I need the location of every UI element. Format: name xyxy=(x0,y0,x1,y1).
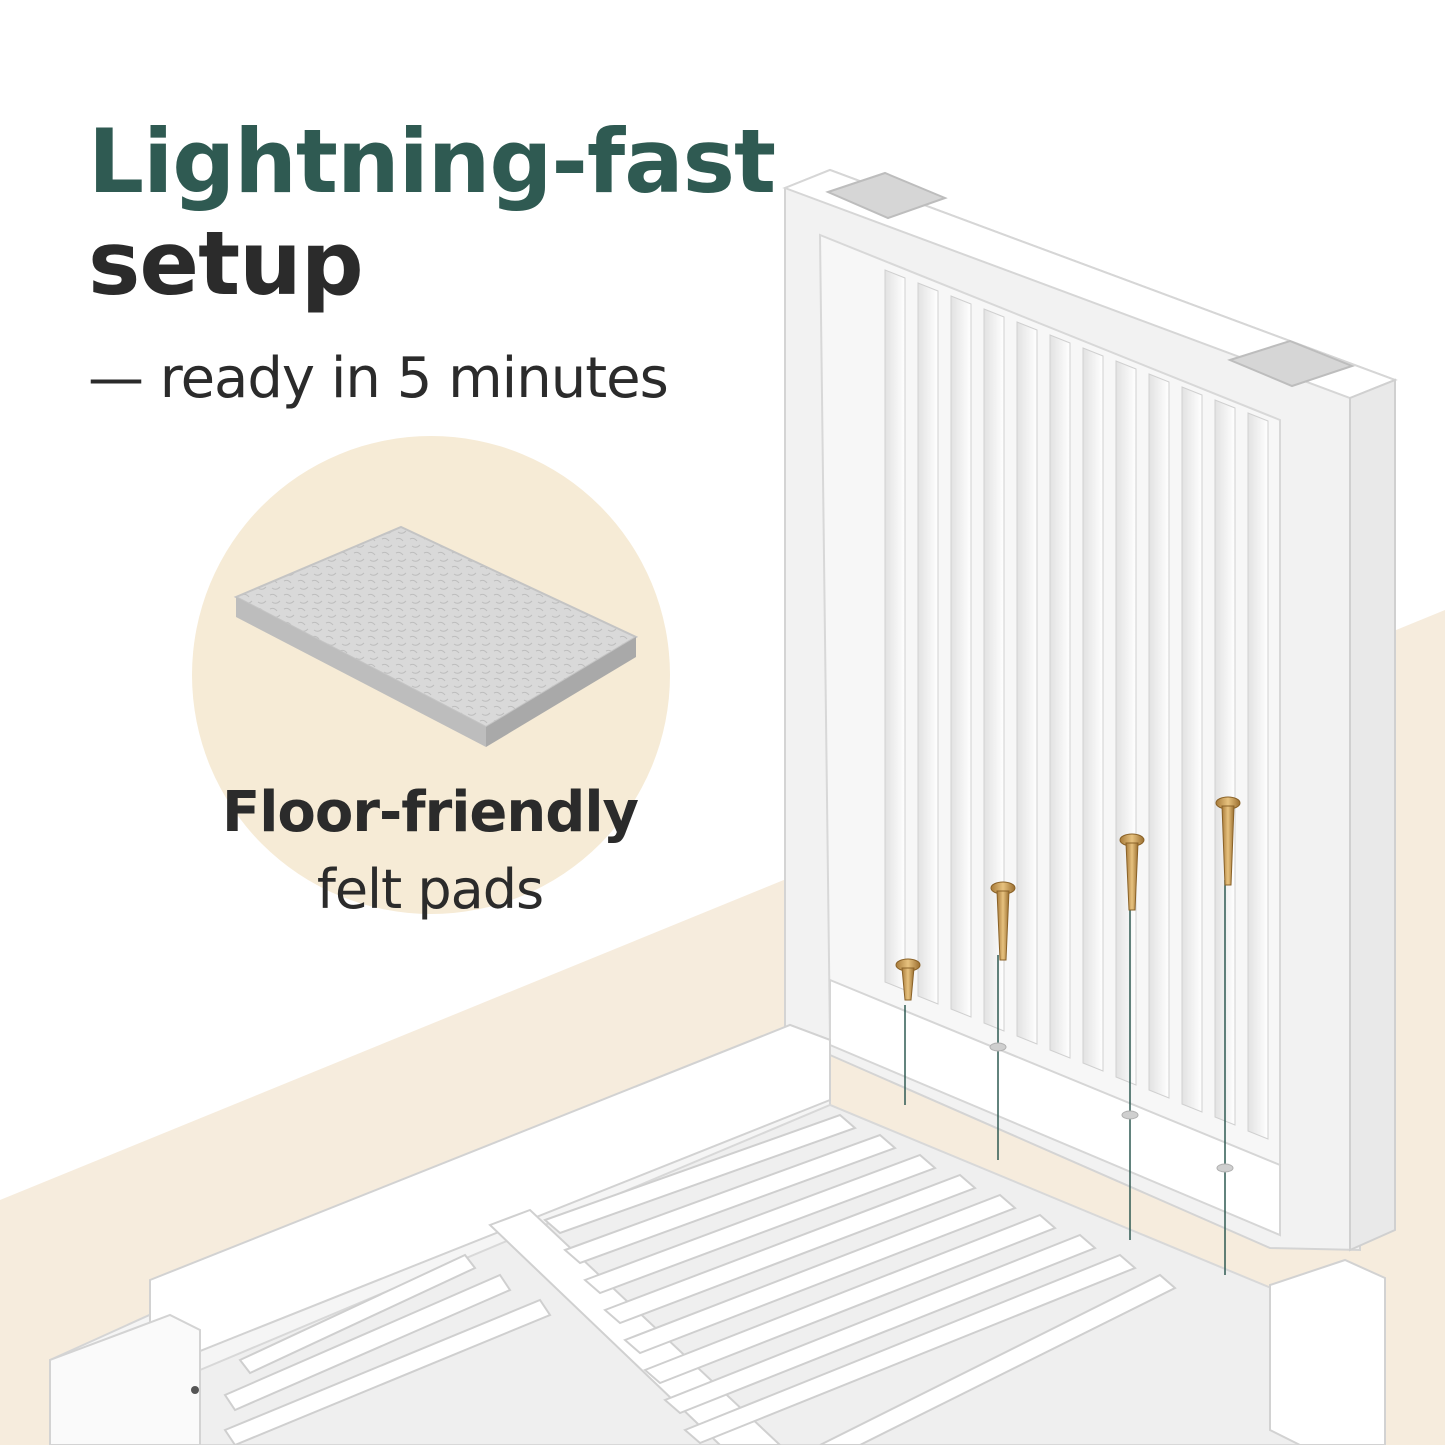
back-panel xyxy=(782,168,1398,1252)
screw-long-2 xyxy=(1119,833,1145,911)
badge-subtitle: felt pads xyxy=(316,858,544,921)
base-slats-right xyxy=(543,1113,1177,1445)
badge-title: Floor-friendly xyxy=(221,780,639,845)
headline: Lightning-fast setup xyxy=(88,110,776,315)
headline-subline: — ready in 5 minutes xyxy=(88,346,669,411)
screw-short xyxy=(895,958,921,1001)
base-slats-left xyxy=(223,1253,552,1445)
vertical-slats xyxy=(884,269,1269,1140)
screw-long-1 xyxy=(990,881,1016,961)
felt-pad-top-left xyxy=(825,171,948,220)
felt-pad-top-right xyxy=(1227,339,1355,388)
screws xyxy=(895,796,1241,1275)
headline-accent: Lightning-fast xyxy=(88,110,776,213)
felt-pad-icon xyxy=(233,525,639,747)
base-frame xyxy=(49,1023,1386,1445)
screw-long-3 xyxy=(1215,796,1241,886)
headline-main: setup xyxy=(88,212,364,315)
